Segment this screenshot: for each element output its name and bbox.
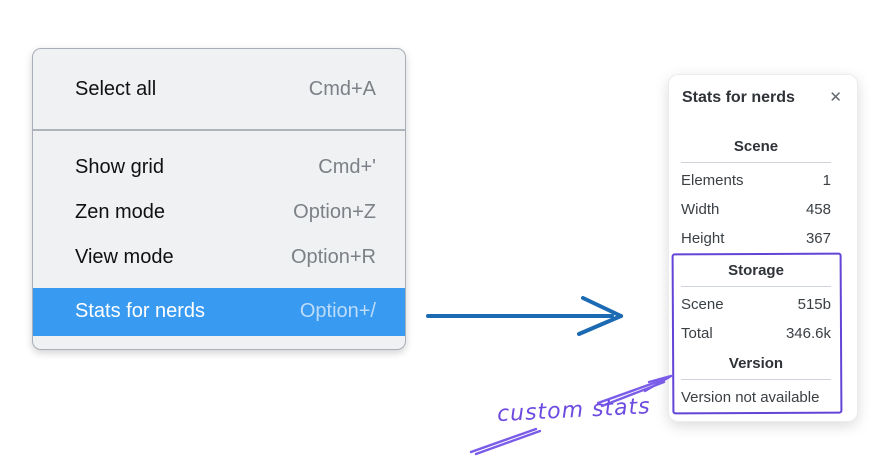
stat-row-height: Height 367 [681, 224, 831, 253]
stat-label: Scene [681, 296, 724, 313]
menu-item-shortcut: Cmd+' [318, 155, 376, 178]
stats-panel-body: Scene Elements 1 Width 458 Height 367 St… [669, 137, 857, 412]
section-divider [681, 286, 831, 287]
menu-divider [33, 129, 405, 131]
stat-value: 458 [805, 201, 831, 218]
menu-item-stats-for-nerds[interactable]: Stats for nerds Option+/ [33, 287, 405, 336]
context-menu: Select all Cmd+A Show grid Cmd+' Zen mod… [32, 48, 406, 350]
stat-label: Width [681, 201, 720, 218]
annotation-label: custom stats [496, 394, 652, 428]
menu-item-view-mode[interactable]: View mode Option+R [33, 235, 405, 280]
stats-panel-title: Stats for nerds [682, 88, 795, 106]
menu-item-shortcut: Option+/ [299, 300, 376, 322]
menu-item-shortcut: Cmd+A [308, 77, 376, 100]
menu-group: Show grid Cmd+' Zen mode Option+Z View m… [33, 131, 405, 336]
stats-panel-header: Stats for nerds ✕ [669, 75, 857, 107]
menu-item-shortcut: Option+R [290, 245, 376, 268]
scene-rows: Elements 1 Width 458 Height 367 [681, 166, 831, 253]
stat-row-elements: Elements 1 [681, 166, 831, 195]
menu-item-label: View mode [75, 245, 174, 268]
section-heading-version: Version [728, 355, 784, 372]
stats-panel: Stats for nerds ✕ Scene Elements 1 Width… [668, 74, 858, 422]
menu-item-select-all[interactable]: Select all Cmd+A [33, 49, 405, 129]
menu-item-label: Show grid [75, 155, 164, 178]
menu-item-show-grid[interactable]: Show grid Cmd+' [33, 145, 405, 190]
stat-value: 346.6k [785, 325, 831, 342]
close-icon[interactable]: ✕ [829, 89, 842, 106]
menu-item-label: Select all [75, 77, 157, 100]
section-divider [681, 162, 831, 163]
stat-value: 1 [822, 172, 831, 189]
version-note: Version not available [681, 389, 820, 406]
stat-row-total-storage: Total 346.6k [681, 319, 831, 348]
stat-value: 367 [805, 230, 831, 247]
stat-label: Total [681, 325, 713, 342]
stat-label: Elements [681, 172, 744, 189]
menu-item-zen-mode[interactable]: Zen mode Option+Z [33, 190, 405, 235]
section-heading-storage: Storage [728, 262, 784, 279]
menu-item-shortcut: Option+Z [293, 200, 376, 223]
storage-rows: Scene 515b Total 346.6k [681, 290, 831, 348]
stat-value: 515b [797, 296, 831, 313]
menu-item-label: Zen mode [75, 200, 166, 223]
menu-item-label: Stats for nerds [75, 300, 206, 322]
section-divider [681, 379, 831, 380]
section-heading-scene: Scene [733, 138, 779, 155]
stat-row-width: Width 458 [681, 195, 831, 224]
stat-row-scene-storage: Scene 515b [681, 290, 831, 319]
stat-label: Height [681, 230, 725, 247]
